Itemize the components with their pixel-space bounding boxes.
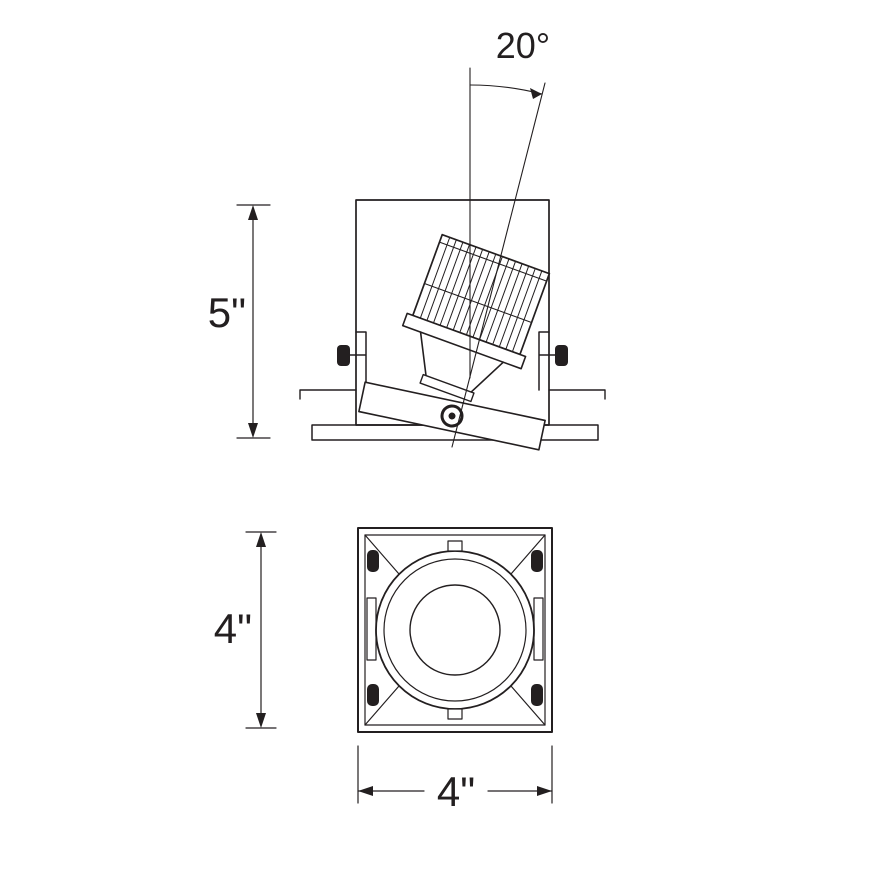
aperture-width-dimension: 4": [357, 745, 553, 815]
aperture-width-arrow-left: [358, 786, 373, 796]
mounting-plate-group: [358, 381, 546, 451]
angle-label: 20°: [496, 25, 550, 66]
heat-sink-bands: [423, 241, 548, 324]
aperture-height-arrow-down: [256, 713, 266, 728]
locking-knob: [440, 404, 464, 428]
mounting-clip-bottom-left: [367, 684, 379, 706]
lamp-front-flange: [401, 312, 527, 370]
tilt-axis-line: [451, 82, 546, 448]
aperture-height-dimension: 4": [214, 531, 277, 729]
corner-diagonals: [364, 534, 546, 726]
mounting-clip-bottom-right: [531, 684, 543, 706]
side-view: 20° 5": [208, 25, 606, 451]
yoke-arms: [419, 331, 505, 395]
angle-arc-arrowhead: [530, 88, 542, 99]
adjustment-screw-right: [555, 345, 568, 366]
mounting-bracket-left: [349, 331, 367, 391]
side-height-label: 5": [208, 289, 246, 336]
lamp-module: [401, 233, 551, 403]
aperture-width-arrow-right: [537, 786, 552, 796]
aperture-width-extension-lines: [357, 745, 553, 804]
locking-knob-center: [448, 412, 456, 420]
bottom-outer-frame: [357, 527, 553, 733]
bottom-width-label: 4": [437, 768, 475, 815]
lens-inner-circle: [409, 584, 501, 676]
bottom-view: 4" 4": [214, 527, 553, 815]
aiming-tab-bottom: [447, 708, 463, 720]
aiming-tab-top: [447, 540, 463, 552]
angle-annotation: 20°: [451, 25, 550, 448]
spring-bar-left: [366, 597, 377, 661]
mounting-clip-top-right: [531, 550, 543, 572]
mounting-bracket-right: [538, 331, 556, 391]
height-extension-ticks: [236, 204, 271, 439]
bottom-inner-frame: [364, 534, 546, 726]
bottom-height-label: 4": [214, 605, 252, 652]
mounting-clip-top-left: [367, 550, 379, 572]
hanger-bars: [299, 389, 606, 400]
height-arrow-up: [248, 205, 258, 220]
adjustment-screw-left: [337, 345, 350, 366]
heat-sink-fins: [419, 236, 543, 353]
lens-outer-ring: [375, 550, 535, 710]
lens-middle-ring: [383, 558, 527, 702]
spring-bar-right: [533, 597, 544, 661]
aperture-height-arrow-up: [256, 532, 266, 547]
height-arrow-down: [248, 423, 258, 438]
drawing-root: 20° 5": [208, 25, 606, 815]
height-dimension: 5": [208, 204, 271, 439]
yoke-crossbar: [419, 373, 475, 403]
